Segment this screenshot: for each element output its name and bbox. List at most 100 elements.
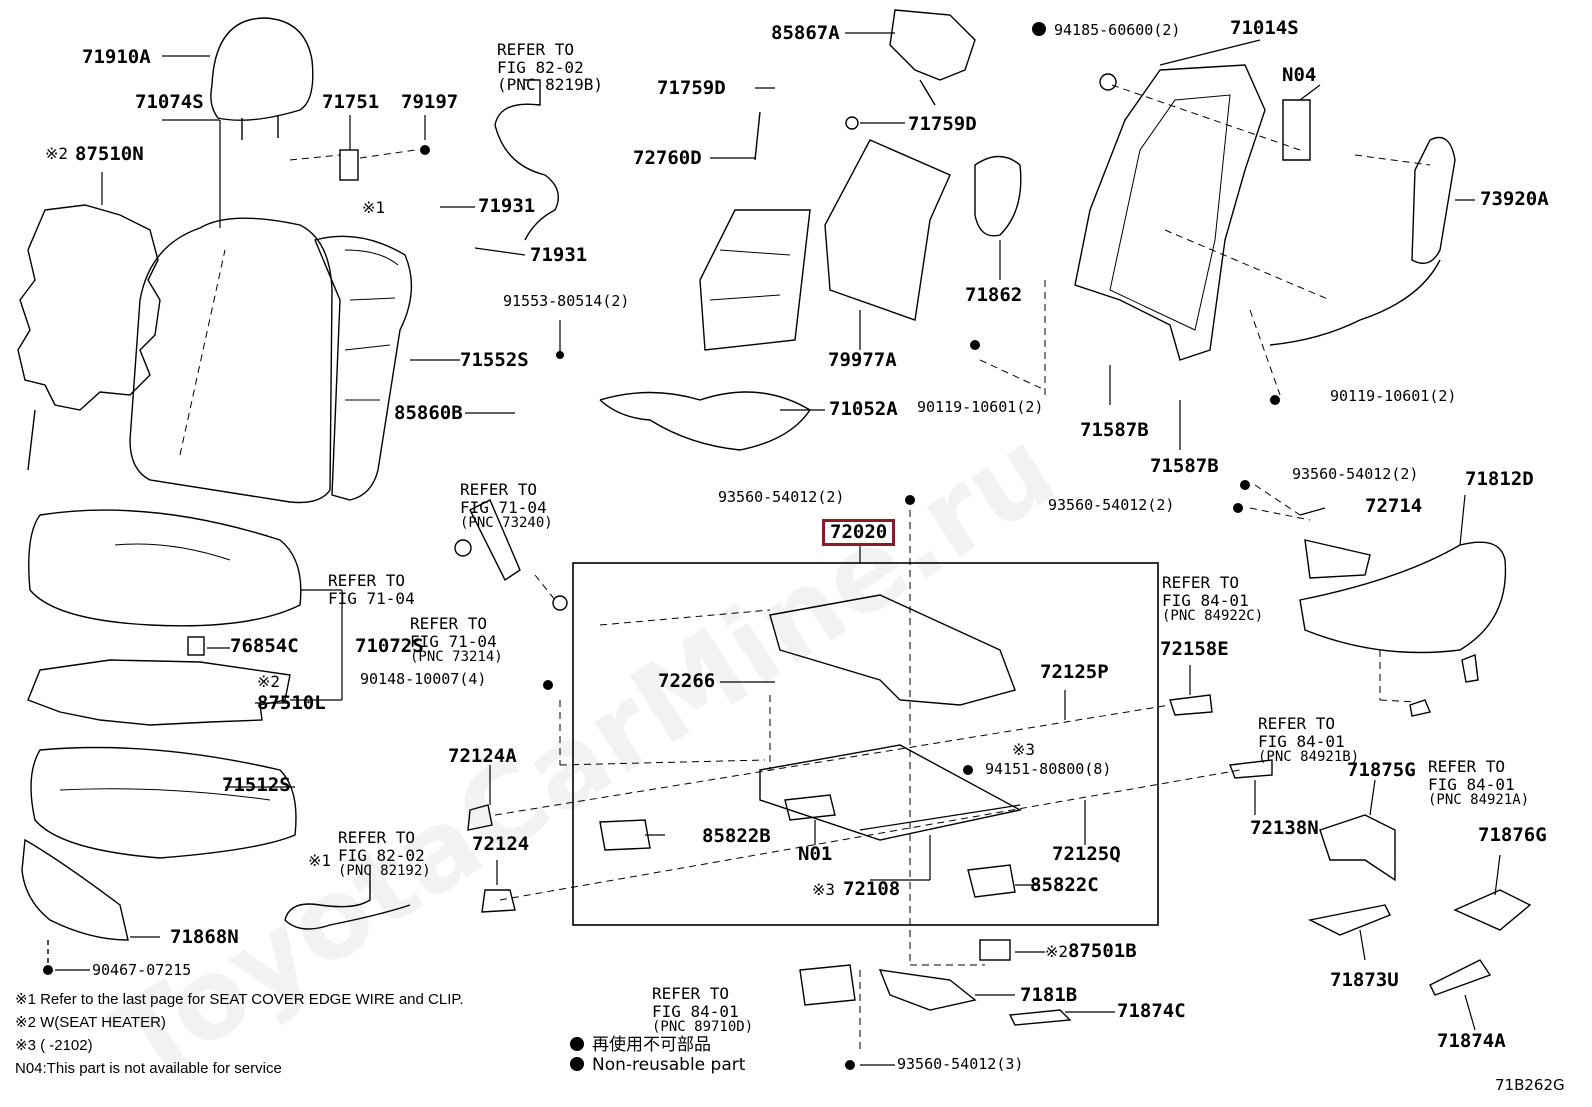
part-label[interactable]: 87501B xyxy=(1068,940,1137,962)
figure-code: 71B262G xyxy=(1495,1076,1565,1094)
legend-en: Non-reusable part xyxy=(570,1055,745,1075)
marker-label: ※2 xyxy=(257,672,281,691)
footnote: ※1 Refer to the last page for SEAT COVER… xyxy=(15,991,464,1008)
part-label[interactable]: 71759D xyxy=(908,113,977,135)
board-79977A-shape xyxy=(824,139,951,321)
marker-label: ※2 xyxy=(45,144,69,163)
seatback-frame-shape xyxy=(1074,64,1266,361)
part-label[interactable]: 71052A xyxy=(829,398,898,420)
part-label[interactable]: 71812D xyxy=(1465,468,1534,490)
non-reusable-dot-icon xyxy=(570,1057,584,1071)
part-label[interactable]: 71862 xyxy=(965,284,1023,306)
part-label[interactable]: 72124 xyxy=(472,833,530,855)
footnote: ※2 W(SEAT HEATER) xyxy=(15,1014,166,1031)
cushion-heater-mat xyxy=(27,659,291,726)
part-label[interactable]: 79197 xyxy=(401,91,459,113)
part-label[interactable]: 71587B xyxy=(1080,419,1149,441)
part-label[interactable]: 71875G xyxy=(1347,759,1416,781)
fastener-label[interactable]: 90148-10007(4) xyxy=(360,670,487,688)
part-label[interactable]: 71074S xyxy=(135,91,204,113)
part-label[interactable]: 71931 xyxy=(530,244,588,266)
part-label[interactable]: 85822B xyxy=(702,825,771,847)
cushion-cover-shape xyxy=(30,746,297,859)
part-label[interactable]: 72138N xyxy=(1250,817,1319,839)
fastener-label[interactable]: 93560-54012(2) xyxy=(718,488,845,506)
seatback-pad-shape xyxy=(314,235,413,501)
marker-label: ※3 xyxy=(812,880,836,899)
side-cover-73920A xyxy=(1411,136,1456,264)
side-cover-71812D xyxy=(1299,541,1507,654)
footnote: N04:This part is not available for servi… xyxy=(15,1060,282,1077)
marker-label: ※1 xyxy=(362,198,386,217)
fastener-label[interactable]: 90119-10601(2) xyxy=(1330,387,1457,405)
part-label[interactable]: 71552S xyxy=(460,349,529,371)
highlighted-part-label[interactable]: 72020 xyxy=(822,519,896,546)
non-reusable-dot-icon xyxy=(1032,22,1046,36)
part-label[interactable]: N01 xyxy=(798,843,833,865)
part-label[interactable]: 71072S xyxy=(355,635,424,657)
marker-label: ※1 xyxy=(308,851,332,870)
part-label[interactable]: 79977A xyxy=(828,349,897,371)
front-panel-shape xyxy=(21,838,129,941)
legend-jp: 再使用不可部品 xyxy=(570,1030,711,1055)
part-label[interactable]: 72125P xyxy=(1040,661,1109,683)
footnote: ※3 ( -2102) xyxy=(15,1037,93,1054)
part-label[interactable]: 71014S xyxy=(1230,17,1299,39)
part-label[interactable]: 71931 xyxy=(478,195,536,217)
part-label[interactable]: 85822C xyxy=(1030,874,1099,896)
part-label[interactable]: 71751 xyxy=(322,91,380,113)
part-label[interactable]: 87510L xyxy=(257,692,326,714)
part-label[interactable]: 72266 xyxy=(658,670,716,692)
fastener-label[interactable]: 93560-54012(3) xyxy=(897,1055,1024,1073)
fastener-label[interactable]: 91553-80514(2) xyxy=(503,292,630,310)
cushion-pad-shape xyxy=(28,509,302,627)
marker-label: ※2 xyxy=(1045,942,1069,961)
fastener-label[interactable]: 90119-10601(2) xyxy=(917,398,1044,416)
part-label[interactable]: 72714 xyxy=(1365,495,1423,517)
part-label[interactable]: 7181B xyxy=(1020,984,1078,1006)
part-label[interactable]: 72125Q xyxy=(1052,843,1121,865)
part-label[interactable]: 71587B xyxy=(1150,455,1219,477)
headrest-shape xyxy=(210,17,314,121)
non-reusable-dot-icon xyxy=(570,1037,584,1051)
marker-label: ※3 xyxy=(1012,740,1036,759)
part-label[interactable]: 71876G xyxy=(1478,824,1547,846)
part-label[interactable]: 71512S xyxy=(222,774,291,796)
part-label[interactable]: 71873U xyxy=(1330,969,1399,991)
part-label[interactable]: 72158E xyxy=(1160,638,1229,660)
part-label[interactable]: 85867A xyxy=(771,22,840,44)
part-label[interactable]: 73920A xyxy=(1480,188,1549,210)
part-label[interactable]: 71759D xyxy=(657,77,726,99)
track-assembly-box xyxy=(572,562,1159,926)
part-label[interactable]: 76854C xyxy=(230,635,299,657)
part-label[interactable]: 71874C xyxy=(1117,1000,1186,1022)
part-label[interactable]: 87510N xyxy=(75,143,144,165)
part-label[interactable]: 72108 xyxy=(843,878,901,900)
fastener-label[interactable]: 94185-60600(2) xyxy=(1032,22,1180,39)
part-label[interactable]: 72124A xyxy=(448,745,517,767)
fastener-label[interactable]: 94151-80800(8) xyxy=(985,760,1112,778)
fastener-label[interactable]: 93560-54012(2) xyxy=(1048,496,1175,514)
part-label[interactable]: 85860B xyxy=(394,402,463,424)
pad-71862-shape xyxy=(974,155,1022,237)
seatback-cover-shape xyxy=(129,217,333,504)
part-label[interactable]: 71874A xyxy=(1437,1030,1506,1052)
seat-adjuster-shape xyxy=(769,594,1016,706)
frame-85867A-shape xyxy=(889,9,976,81)
part-label[interactable]: N04 xyxy=(1282,64,1317,86)
part-label[interactable]: 71910A xyxy=(82,46,151,68)
fastener-label[interactable]: 90467-07215 xyxy=(92,961,192,979)
part-label[interactable]: 71868N xyxy=(170,926,239,948)
part-label[interactable]: 72760D xyxy=(633,147,702,169)
fastener-label[interactable]: 93560-54012(2) xyxy=(1292,465,1419,483)
